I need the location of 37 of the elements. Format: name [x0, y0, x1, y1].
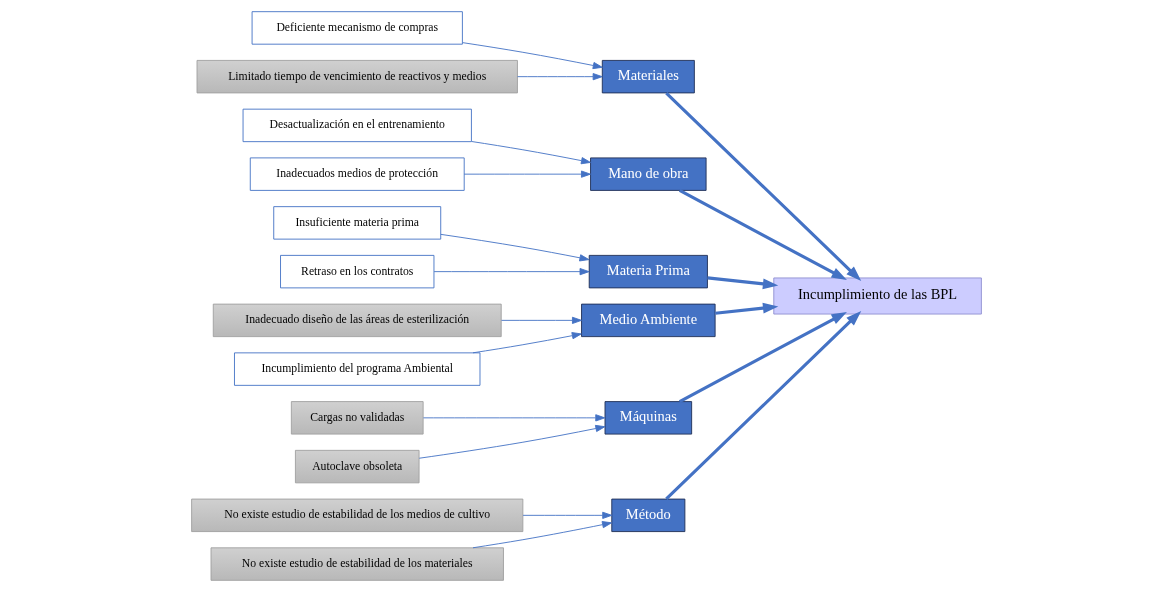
node-box: Inadecuado diseño de las áreas de esterilización	[212, 303, 502, 338]
arrow	[463, 170, 591, 178]
node-box: No existe estudio de estabilidad de los medios de cultivo	[191, 498, 524, 533]
node-box: Medio Ambiente	[581, 303, 716, 338]
arrow	[707, 276, 779, 290]
node-box: Materiales	[601, 59, 695, 94]
node-box: Retraso en los contratos	[280, 254, 435, 289]
arrow	[522, 511, 613, 519]
arrow	[423, 414, 606, 422]
node-box: Insuficiente materia prima	[273, 206, 442, 240]
node-box: Cargas no validadas	[290, 401, 424, 435]
node-box: Mano de obra	[590, 157, 707, 191]
arrow	[440, 233, 590, 262]
arrow	[678, 311, 847, 403]
arrow	[471, 141, 591, 165]
arrow	[715, 302, 779, 315]
arrow	[665, 92, 862, 282]
arrow	[462, 42, 603, 70]
arrow	[472, 332, 582, 354]
node-box: No existe estudio de estabilidad de los materiales	[210, 547, 504, 581]
node-box: Incumplimiento del programa Ambiental	[234, 352, 481, 386]
node-box: Desactualización en el entrenamiento	[242, 108, 472, 143]
arrow	[678, 189, 847, 281]
node-box: Materia Prima	[588, 254, 708, 289]
arrow	[517, 73, 603, 81]
node-box: Incumplimiento de las BPL	[773, 277, 982, 315]
arrow	[665, 310, 862, 500]
node-box: Deficiente mecanismo de compras	[251, 11, 463, 45]
node-box: Máquinas	[604, 401, 693, 435]
node-box: Método	[611, 498, 686, 533]
arrow	[418, 424, 606, 459]
arrow	[501, 316, 582, 324]
node-box: Limitado tiempo de vencimiento de reactivos y medios	[196, 59, 518, 94]
node-box: Autoclave obsoleta	[294, 449, 420, 484]
arrow	[433, 268, 590, 276]
arrow	[472, 521, 612, 549]
node-box: Inadecuados medios de protección	[249, 157, 465, 191]
